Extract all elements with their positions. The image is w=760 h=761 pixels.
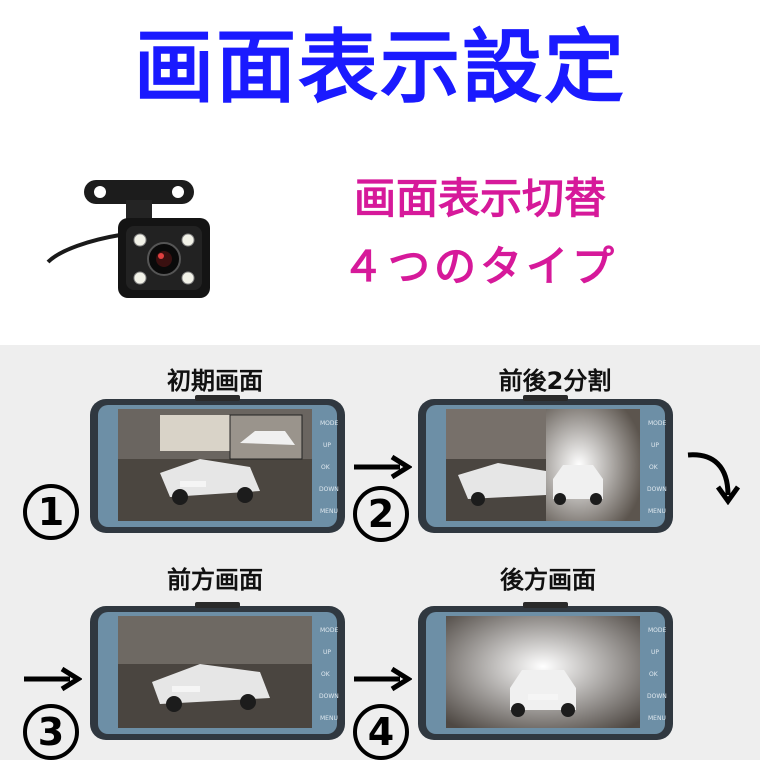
svg-text:OK: OK: [649, 671, 659, 678]
dashcam-screen-2: MODE UP OK DOWN MENU: [418, 395, 673, 533]
svg-text:UP: UP: [323, 649, 331, 656]
dashcam-screen-1: MODE UP OK DOWN MENU: [90, 395, 345, 533]
svg-text:UP: UP: [651, 649, 659, 656]
step-2: 2: [353, 486, 409, 542]
display-modes-section: 初期画面 MODE UP OK DOWN MENU 1 前後2分割: [0, 345, 760, 760]
step-4: 4: [353, 704, 409, 760]
svg-text:MODE: MODE: [320, 420, 339, 427]
dashcam-screen-4: MODE UP OK DOWN MENU: [418, 602, 673, 740]
svg-text:UP: UP: [651, 442, 659, 449]
svg-text:DOWN: DOWN: [319, 693, 339, 700]
svg-text:MENU: MENU: [320, 508, 338, 515]
page-title: 画面表示設定: [134, 21, 626, 114]
svg-text:1: 1: [38, 490, 64, 534]
step-3: 3: [23, 704, 79, 760]
panel-label-1: 初期画面: [167, 367, 263, 395]
svg-text:2: 2: [368, 492, 394, 536]
svg-text:MENU: MENU: [648, 715, 666, 722]
svg-text:OK: OK: [321, 464, 331, 471]
svg-text:DOWN: DOWN: [647, 693, 667, 700]
svg-text:OK: OK: [321, 671, 331, 678]
svg-text:DOWN: DOWN: [647, 486, 667, 493]
arrow-right-icon: [354, 454, 412, 480]
arrow-right-icon: [24, 666, 82, 692]
step-1: 1: [23, 484, 79, 540]
svg-text:UP: UP: [323, 442, 331, 449]
svg-text:MODE: MODE: [320, 627, 339, 634]
svg-text:4: 4: [368, 710, 394, 754]
svg-text:3: 3: [38, 710, 64, 754]
dashcam-screen-3: MODE UP OK DOWN MENU: [90, 602, 345, 740]
svg-text:OK: OK: [649, 464, 659, 471]
rear-camera-image: [46, 180, 210, 298]
svg-text:MENU: MENU: [320, 715, 338, 722]
arrow-right-icon: [354, 666, 412, 692]
panel-label-4: 後方画面: [500, 566, 596, 594]
svg-text:MODE: MODE: [648, 420, 667, 427]
intro-line-2: ４つのタイプ: [341, 242, 618, 291]
svg-text:MENU: MENU: [648, 508, 666, 515]
panel-label-2: 前後2分割: [498, 367, 612, 395]
panel-label-3: 前方画面: [167, 566, 263, 594]
svg-text:MODE: MODE: [648, 627, 667, 634]
intro-line-1: 画面表示切替: [353, 174, 606, 223]
svg-text:DOWN: DOWN: [319, 486, 339, 493]
header-section: 画面表示設定 画面表示切替 ４つのタイプ: [0, 0, 760, 345]
arrow-curve-down-icon: [687, 452, 740, 505]
